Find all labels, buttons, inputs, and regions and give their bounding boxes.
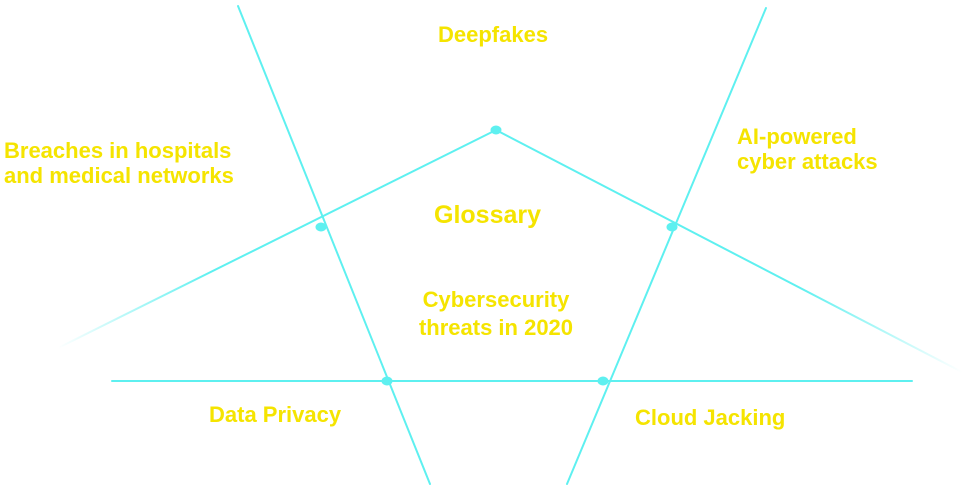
topic-breaches-hospitals: Breaches in hospitals and medical networ…	[4, 138, 234, 188]
topic-deepfakes: Deepfakes	[438, 22, 549, 47]
spoke-left	[57, 129, 497, 349]
vertex-left	[315, 222, 327, 232]
spoke-upper-right	[566, 7, 767, 485]
vertex-bottom-right	[597, 376, 609, 386]
center-subtitle-line-1: Cybersecurity	[422, 287, 570, 312]
spoke-upper-left	[237, 5, 431, 485]
vertex-top	[490, 125, 502, 135]
center-subtitle: Cybersecurity threats in 2020	[396, 286, 596, 342]
vertex-bottom-left	[381, 376, 393, 386]
topic-ai-powered-cyber-attacks: AI-powered cyber attacks	[737, 124, 878, 174]
vertex-right	[666, 222, 678, 232]
center-subtitle-line-2: threats in 2020	[418, 315, 574, 340]
spoke-right	[495, 129, 963, 373]
topic-data-privacy: Data Privacy	[209, 402, 342, 427]
topic-cloud-jacking: Cloud Jacking	[635, 405, 786, 430]
topic-right-line-1: AI-powered	[737, 124, 857, 149]
topic-left-line-2: and medical networks	[4, 163, 234, 188]
topic-left-line-1: Breaches in hospitals	[4, 138, 232, 163]
topic-right-line-2: cyber attacks	[737, 149, 878, 174]
center-title: Glossary	[434, 201, 542, 229]
